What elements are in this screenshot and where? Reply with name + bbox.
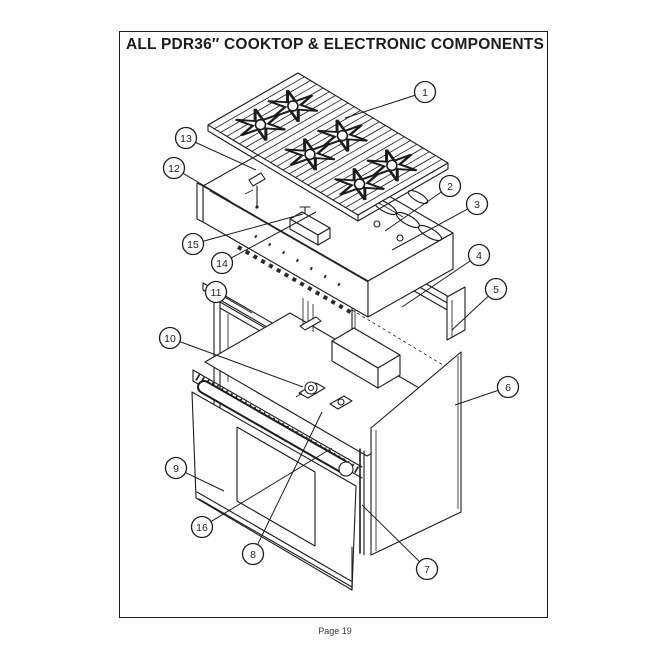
leader-line xyxy=(224,296,253,314)
leader-line xyxy=(182,172,231,202)
side-panel xyxy=(370,351,462,556)
front-louvers xyxy=(236,245,354,315)
burner-box xyxy=(196,137,454,318)
callout-9: 9 xyxy=(164,456,225,492)
callout-bubble xyxy=(162,156,186,180)
callout-bubble xyxy=(241,542,265,566)
callout-bubble xyxy=(465,192,489,216)
leader-line xyxy=(384,191,442,232)
callout-number: 3 xyxy=(474,199,480,211)
burner-cap xyxy=(353,178,366,190)
callout-number: 6 xyxy=(505,382,511,394)
callout-2: 2 xyxy=(384,174,462,232)
burner-box-end xyxy=(367,232,454,318)
callout-5: 5 xyxy=(451,277,508,331)
callout-1: 1 xyxy=(344,80,437,119)
callout-bubble xyxy=(496,375,520,399)
leader-line xyxy=(391,208,469,251)
leader-line xyxy=(210,447,333,522)
leader-line xyxy=(257,411,323,545)
callout-6: 6 xyxy=(454,375,520,406)
callout-bubble xyxy=(158,326,182,350)
burner-cap xyxy=(304,148,316,161)
transformer-box xyxy=(331,327,401,389)
door-window xyxy=(236,426,316,547)
callout-3: 3 xyxy=(391,192,489,251)
callout-number: 8 xyxy=(250,549,256,561)
page-title: ALL PDR36″ COOKTOP & ELECTRONIC COMPONEN… xyxy=(125,36,544,53)
callout-number: 16 xyxy=(196,522,208,534)
callout-bubble xyxy=(190,515,214,539)
igniter-switch xyxy=(329,395,353,410)
callout-16: 16 xyxy=(190,447,333,539)
callout-4: 4 xyxy=(401,243,491,308)
leader-line xyxy=(230,211,317,259)
callout-bubble xyxy=(467,243,491,267)
door-handle xyxy=(197,380,354,477)
leader-line xyxy=(185,472,225,492)
burner-openings xyxy=(355,189,443,242)
leader-line xyxy=(202,213,304,242)
callout-bubble xyxy=(484,277,508,301)
harness-drops xyxy=(299,298,322,332)
callout-13: 13 xyxy=(174,126,257,171)
grate-assembly xyxy=(207,72,449,222)
callout-bubble xyxy=(174,126,198,150)
callout-number: 2 xyxy=(447,181,453,193)
leader-line xyxy=(454,389,499,406)
callout-number: 14 xyxy=(216,258,228,270)
callout-number: 5 xyxy=(493,284,499,296)
callout-number: 4 xyxy=(476,250,482,262)
callout-12: 12 xyxy=(162,156,231,202)
callout-bubble xyxy=(438,174,462,198)
burner-cap xyxy=(336,129,349,142)
side-vertical-trim xyxy=(359,448,365,556)
leader-line xyxy=(179,341,304,388)
spark-igniter xyxy=(244,172,266,209)
page-number: Page 19 xyxy=(318,626,352,636)
leader-line xyxy=(451,295,489,331)
callout-number: 9 xyxy=(173,463,179,475)
callout-bubble xyxy=(181,232,205,256)
burner-cap xyxy=(386,159,398,172)
burners xyxy=(227,86,426,204)
callout-number: 7 xyxy=(424,564,430,576)
callout-number: 13 xyxy=(180,133,192,145)
leader-line xyxy=(344,94,416,119)
burner-cap xyxy=(287,100,299,112)
callout-number: 15 xyxy=(187,239,199,251)
leader-line xyxy=(401,260,471,308)
callout-15: 15 xyxy=(181,213,304,256)
callout-number: 10 xyxy=(164,333,176,345)
range-body xyxy=(191,265,466,591)
callout-number: 11 xyxy=(211,287,222,299)
callout-bubble xyxy=(415,557,439,581)
leader-line xyxy=(195,141,257,171)
callout-11: 11 xyxy=(204,280,253,314)
wire-harness xyxy=(351,309,449,369)
leader-line xyxy=(361,504,420,562)
callout-bubble xyxy=(413,80,437,104)
callout-number: 12 xyxy=(168,163,180,175)
callout-8: 8 xyxy=(241,411,323,566)
callout-number: 1 xyxy=(422,87,428,99)
callout-bubble xyxy=(164,456,188,480)
gas-valve xyxy=(295,381,326,399)
burner-cap xyxy=(254,118,267,131)
callout-bubble xyxy=(210,251,234,275)
callout-10: 10 xyxy=(158,326,304,388)
callout-bubble xyxy=(204,280,228,304)
callout-7: 7 xyxy=(361,504,439,581)
grate-bars xyxy=(207,72,449,216)
callout-14: 14 xyxy=(210,211,317,275)
